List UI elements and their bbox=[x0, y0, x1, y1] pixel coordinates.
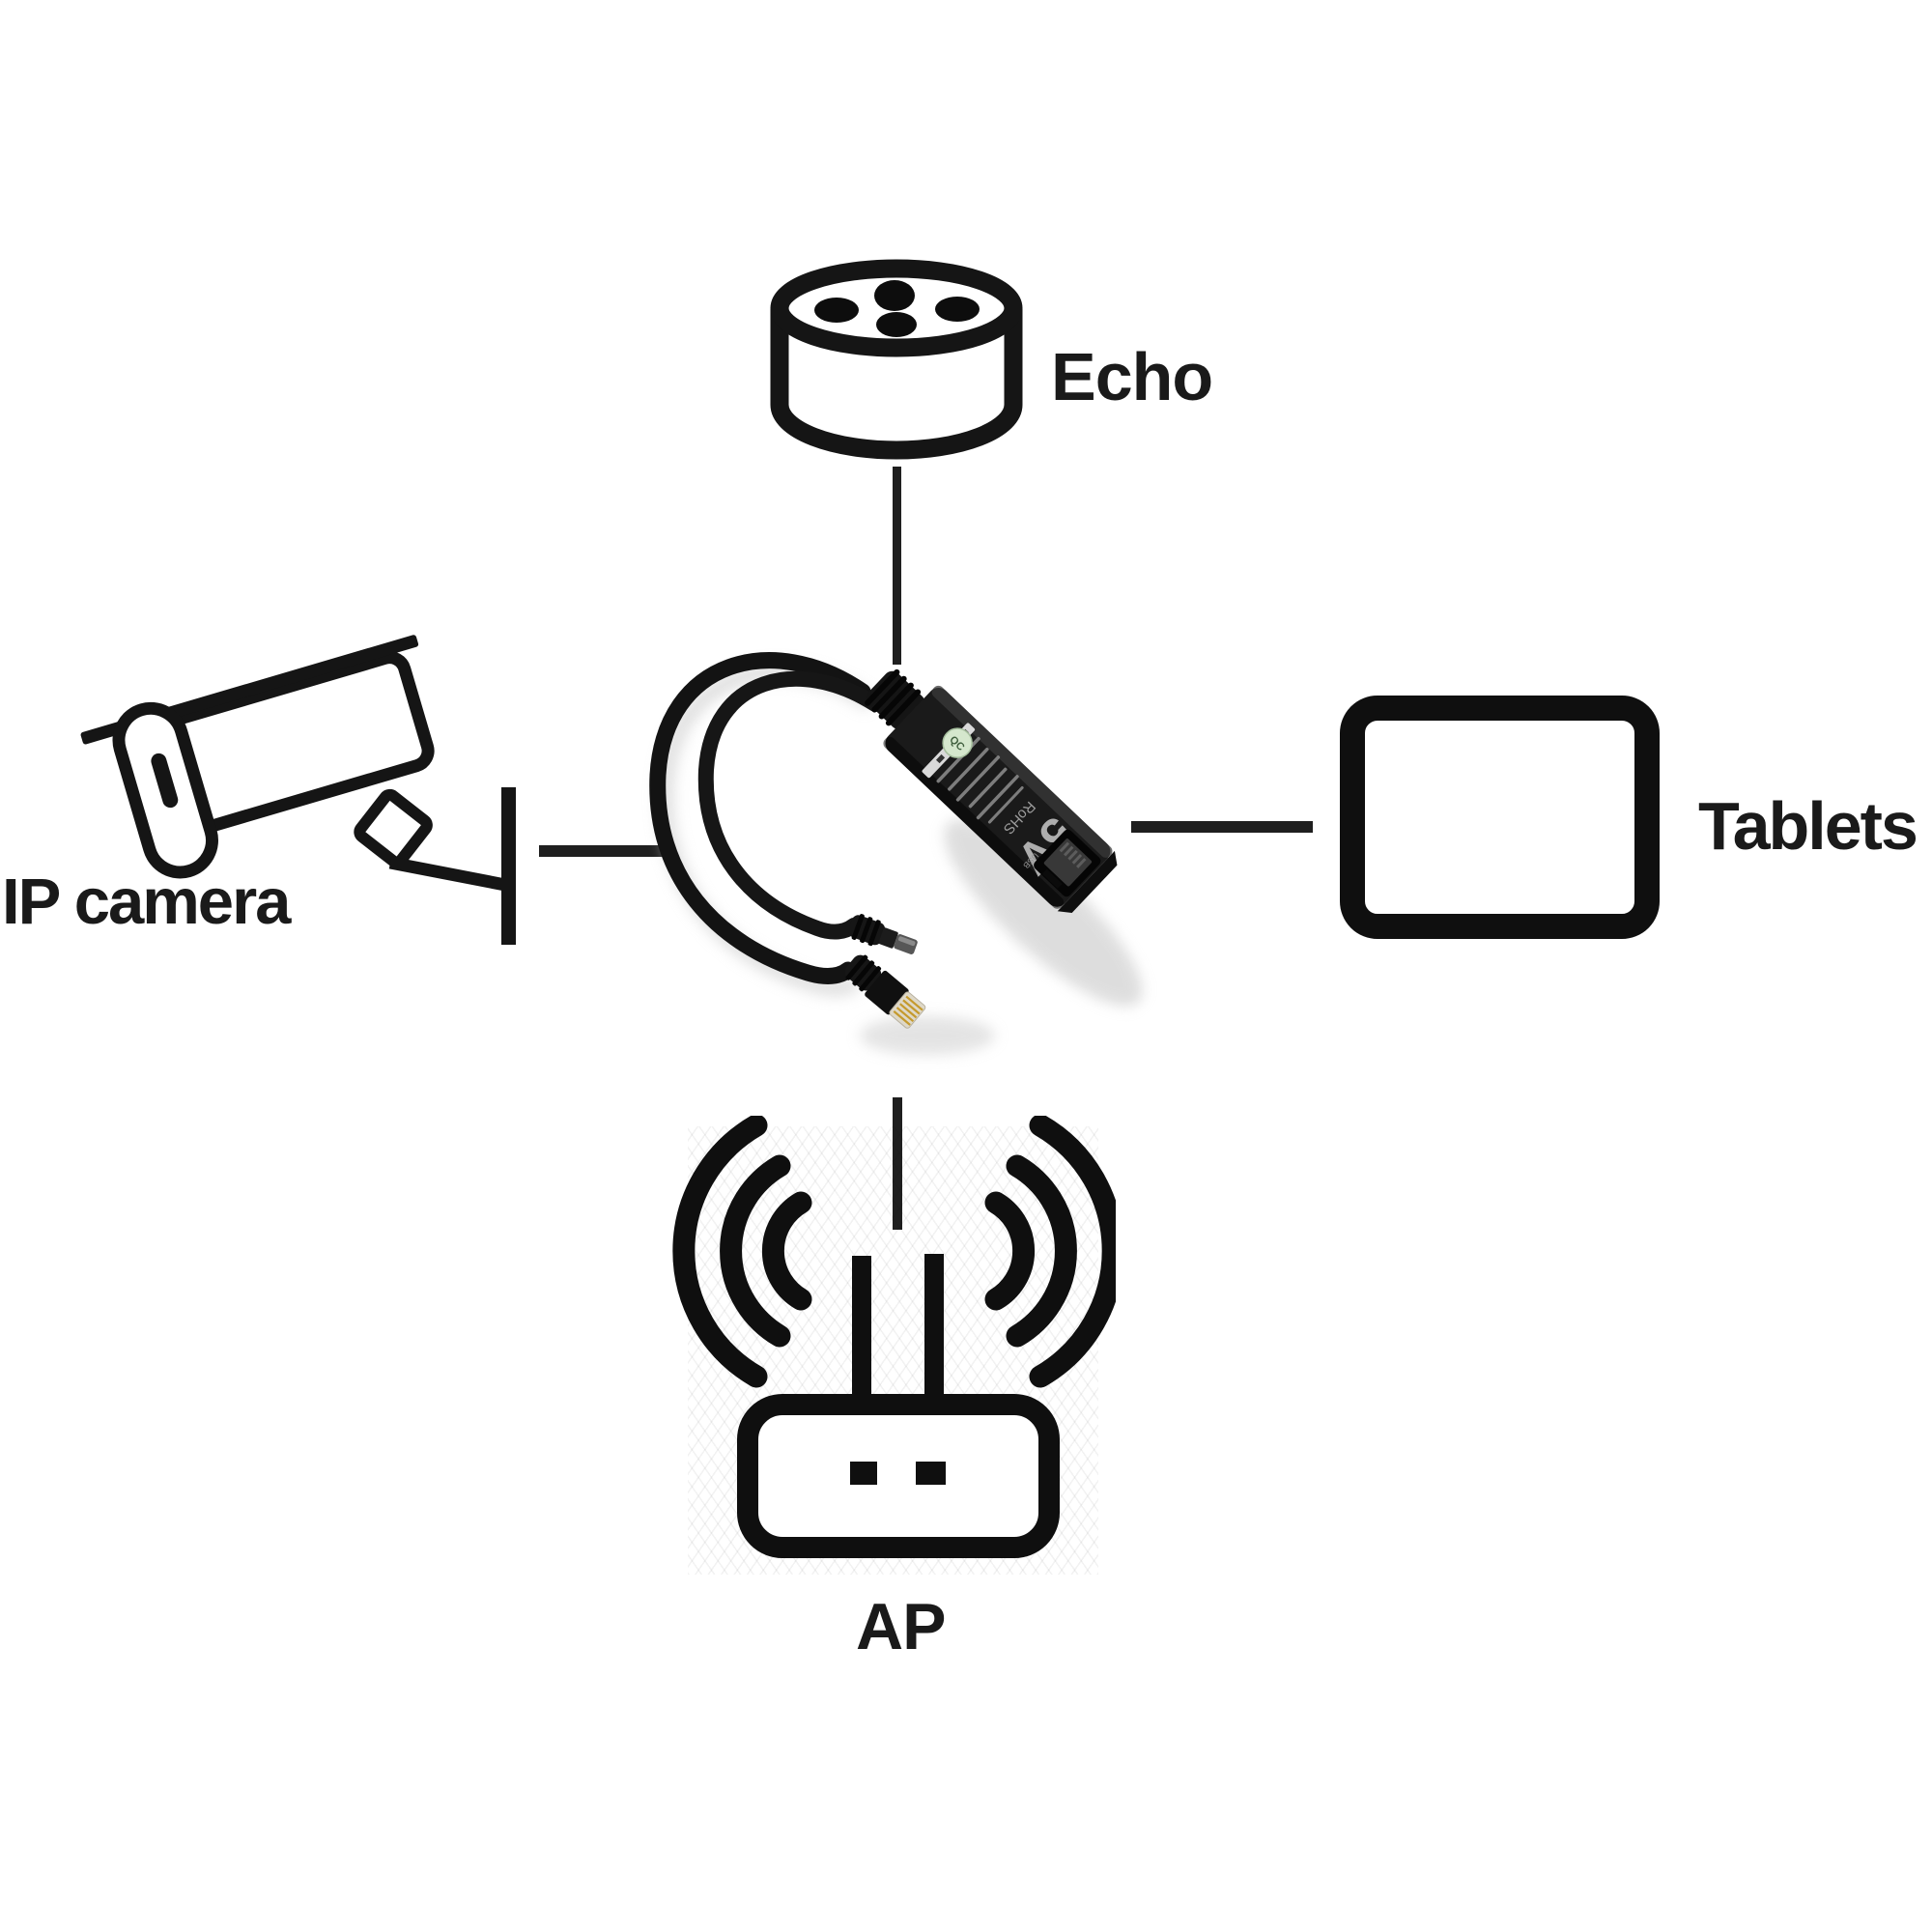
tablet-icon bbox=[1340, 696, 1660, 939]
router-led-dash bbox=[916, 1462, 946, 1485]
cctv-camera-icon bbox=[80, 635, 516, 945]
router-led-dash bbox=[850, 1462, 877, 1485]
connector-line-echo bbox=[893, 467, 901, 665]
tablets-label: Tablets bbox=[1698, 788, 1918, 864]
router-antenna bbox=[924, 1254, 944, 1408]
echo-dot bbox=[874, 280, 915, 311]
camera-wall-mount bbox=[501, 787, 516, 945]
ap-label: AP bbox=[856, 1590, 946, 1663]
ip-camera-label: IP camera bbox=[2, 866, 291, 938]
echo-label: Echo bbox=[1051, 339, 1213, 414]
tablet-frame bbox=[1340, 696, 1660, 939]
qc-sticker bbox=[942, 727, 973, 758]
rj45-plug bbox=[844, 954, 926, 1029]
echo-dot bbox=[876, 312, 917, 337]
router-antenna bbox=[852, 1256, 871, 1410]
photo-shadow bbox=[860, 1016, 995, 1055]
wifi-router-icon bbox=[672, 1116, 1116, 1558]
poe-splitter-photo: RoHS 5V USB QC bbox=[649, 652, 1143, 1055]
photo-shadow bbox=[656, 663, 876, 997]
camera-lens-slot bbox=[151, 753, 179, 809]
splitter-cable-outer bbox=[649, 652, 871, 985]
echo-dot bbox=[814, 298, 859, 323]
connector-line-tablets bbox=[1131, 821, 1313, 833]
splitter-cable-inner bbox=[697, 670, 883, 940]
connector-line-camera bbox=[539, 845, 665, 857]
echo-speaker-icon bbox=[770, 259, 1023, 460]
camera-bracket bbox=[354, 788, 433, 868]
photo-shadow bbox=[944, 819, 1143, 1007]
connector-line-ap bbox=[893, 1097, 902, 1230]
splitter-body: RoHS 5V USB QC bbox=[865, 668, 1118, 914]
wifi-waves-icon bbox=[672, 1116, 1116, 1388]
rj45-gold-pins bbox=[893, 995, 923, 1026]
echo-dot bbox=[935, 297, 980, 322]
micro-usb-connector bbox=[848, 914, 918, 954]
camera-bracket-arm bbox=[388, 856, 507, 892]
router-body bbox=[737, 1394, 1060, 1558]
